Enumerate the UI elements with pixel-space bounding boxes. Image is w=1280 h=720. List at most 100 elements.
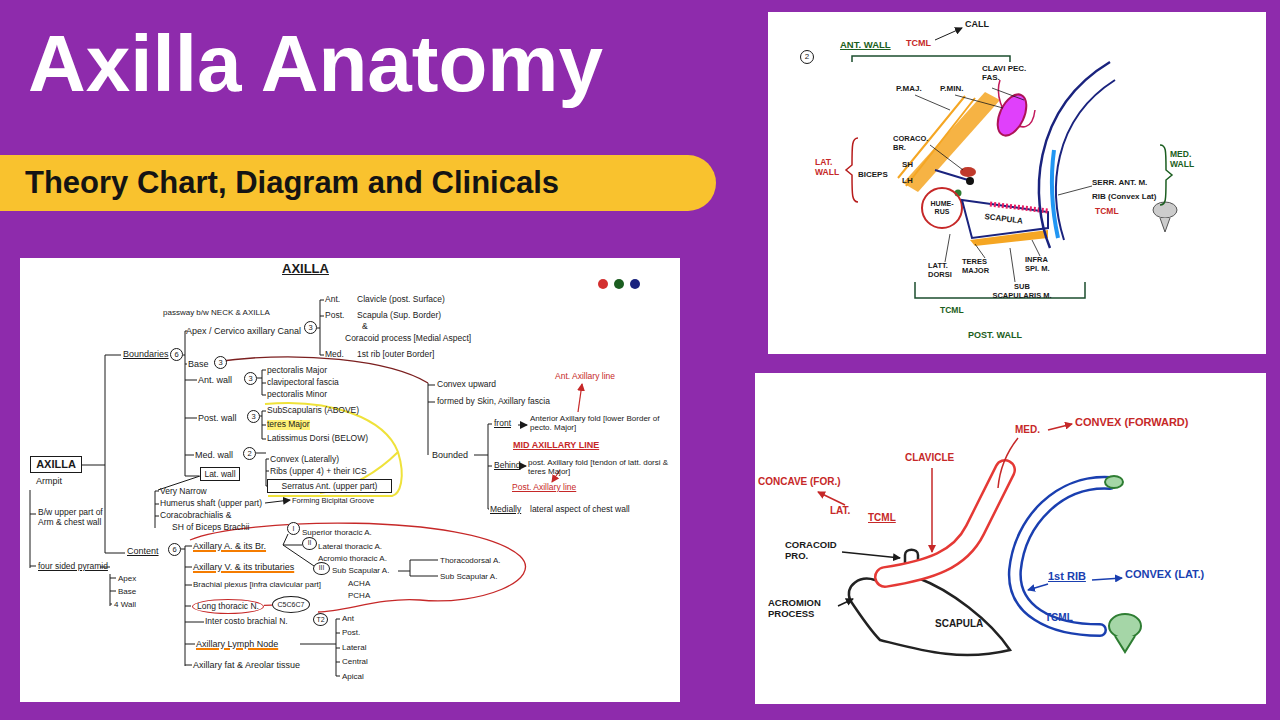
chart-label: pectoralis Minor: [267, 390, 327, 400]
chart-label: LAT. WALL: [815, 158, 847, 178]
chart-label: formed by Skin, Axillary fascia: [437, 397, 550, 407]
illustration-stroke: [846, 138, 858, 202]
illustration-stroke: [100, 567, 116, 606]
chart-label: Ant: [342, 614, 354, 623]
illustration-stroke: [474, 424, 492, 509]
chart-label: MED. WALL: [1170, 150, 1206, 170]
chart-label: HUME- RUS: [928, 200, 956, 216]
illustration-stroke: [838, 599, 853, 606]
circled-number: 3: [244, 372, 257, 385]
chart-label: Superior thoracic A.: [302, 528, 372, 537]
chart-label: &: [362, 322, 368, 332]
chart-label: SH: [902, 160, 913, 169]
diagram-panel: [768, 12, 1266, 354]
illustration-stroke: [317, 300, 324, 355]
chart-label: MID AXILLARY LINE: [513, 440, 599, 450]
chart-label: TCML: [1095, 207, 1119, 217]
circled-number: 2: [800, 50, 814, 64]
chart-label: Med.: [325, 350, 344, 360]
illustration-stroke: [30, 490, 36, 568]
chart-label: Boundaries: [123, 349, 169, 359]
chart-label: LAT.: [830, 505, 850, 517]
chart-label: P.MIN.: [940, 84, 963, 93]
chart-label: Post.: [325, 311, 344, 321]
circled-number: 6: [168, 543, 181, 556]
illustration-stroke: [1028, 584, 1048, 590]
circled-number: III: [313, 562, 330, 575]
chart-label: Ant. Axillary line: [555, 372, 615, 382]
chart-label: Thoracodorsal A.: [440, 556, 500, 565]
chart-label: POST. WALL: [968, 330, 1022, 340]
illustration-stroke: [935, 28, 962, 40]
chart-label: Central: [342, 657, 368, 666]
illustration-stroke: [598, 279, 608, 289]
boxed-term: AXILLA: [30, 456, 82, 473]
chart-label: Post.: [342, 628, 360, 637]
chart-label: front: [494, 419, 511, 429]
chart-label: Convex (Laterally): [270, 455, 339, 465]
chart-label: CONCAVE (FOR.): [758, 476, 841, 488]
chart-label: TCML: [940, 306, 964, 316]
chart-label: Axillary Lymph Node: [196, 639, 278, 649]
chart-label: LH: [902, 176, 913, 185]
illustration-stroke: [931, 468, 933, 552]
illustration-stroke: [885, 470, 1005, 577]
chart-label: Convex upward: [437, 380, 496, 390]
caption-band: Theory Chart, Diagram and Clinicals: [0, 155, 716, 211]
illustration-stroke: [992, 90, 1032, 140]
chart-label: CONVEX (LAT.): [1125, 568, 1204, 581]
chart-label: Lateral thoracic A.: [318, 542, 382, 551]
illustration-stroke: [1160, 218, 1170, 232]
circled-term: C5C6C7: [272, 596, 310, 613]
illustration-stroke: [885, 470, 1005, 577]
chart-label: Base: [188, 359, 209, 369]
illustration-stroke: [1092, 578, 1122, 580]
node-text: III: [319, 565, 324, 572]
chart-label: PCHA: [348, 591, 370, 600]
circled-number: 3: [304, 321, 317, 334]
node-text: T2: [316, 616, 324, 623]
chart-label: four sided pyramid: [38, 562, 108, 572]
chart-label: RIB (Convex Lat): [1092, 192, 1156, 201]
chart-label: Forming Bicipital Groove: [292, 497, 374, 506]
illustration-stroke: [265, 403, 402, 496]
chart-label: Sub Scapular A.: [440, 572, 497, 581]
node-text: 6: [174, 351, 178, 359]
illustration-stroke: [998, 438, 1018, 488]
chart-label: Armpit: [36, 476, 62, 486]
illustration-stroke: [1015, 483, 1110, 630]
circled-number: 2: [243, 447, 256, 460]
node-text: Serratus Ant. (upper part): [282, 482, 378, 491]
chart-label: TCML: [1045, 612, 1073, 624]
chart-label: B/w upper part of Arm & chest wall: [38, 508, 116, 528]
chart-label: Behind: [494, 461, 520, 471]
chart-label: BICEPS: [858, 170, 888, 179]
chart-label: Inter costo brachial N.: [205, 617, 288, 627]
node-text: 3: [251, 413, 255, 421]
illustration-stroke: [915, 88, 1092, 282]
illustration-stroke: [1105, 476, 1123, 488]
node-text: 2: [805, 53, 809, 61]
chart-label: CORACOID PRO.: [785, 540, 847, 562]
chart-label: clavipectoral fascia: [267, 378, 339, 388]
chart-label: CLAVI PEC. FAS.: [982, 64, 1030, 82]
chart-label: SUB SCAPULARIS M.: [992, 283, 1052, 300]
chart-label: Axillary V. & its tributaries: [193, 562, 294, 572]
node-text: 2: [247, 450, 251, 458]
chart-label: Post. Axillary line: [512, 483, 576, 493]
illustration-stroke: [257, 370, 266, 395]
node-text: 3: [248, 375, 252, 383]
chart-label: Clavicle (post. Surface): [357, 295, 445, 305]
chart-label: Ribs (upper 4) + their ICS: [270, 467, 367, 477]
chart-label: ACROMION PROCESS: [768, 598, 840, 620]
illustration-stroke: [614, 279, 624, 289]
connector-line: [264, 605, 272, 606]
node-text: 3: [218, 359, 222, 367]
chart-label: Apex / Cervico axillary Canal: [186, 326, 301, 336]
chart-label: Humerus shaft (upper part): [160, 499, 262, 509]
node-text: 3: [308, 324, 312, 332]
node-text: AXILLA: [36, 459, 76, 470]
illustration-stroke: [842, 552, 900, 558]
chart-label: SubScapularis (ABOVE): [267, 406, 359, 416]
chart-label: SERR. ANT. M.: [1092, 178, 1147, 187]
